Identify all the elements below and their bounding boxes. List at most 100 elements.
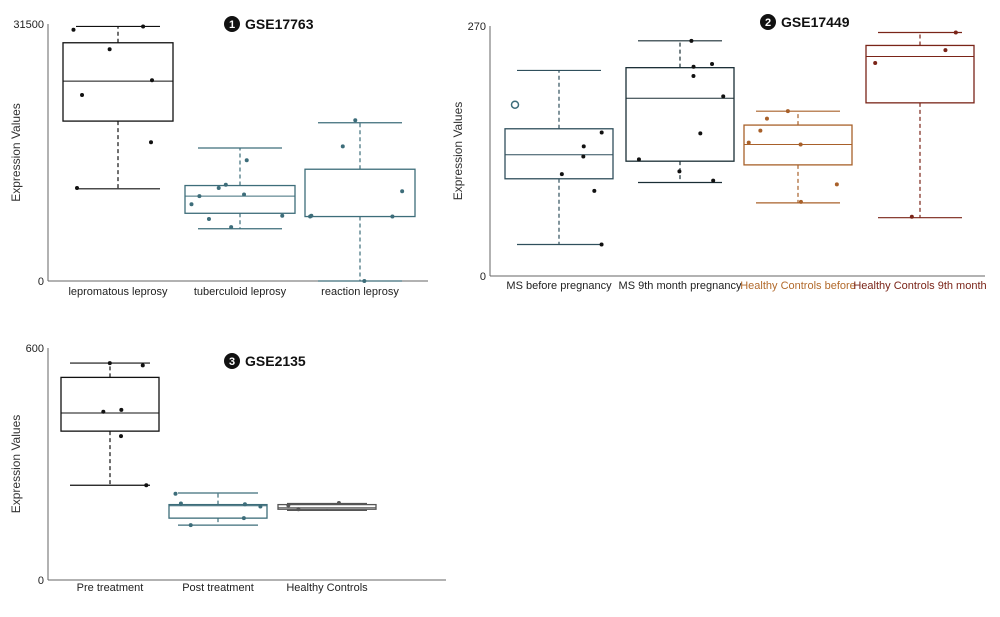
panel-number: 1 [229, 19, 235, 31]
y-tick-label: 0 [38, 276, 44, 288]
panel-title: GSE17449 [781, 14, 850, 30]
data-point [107, 47, 112, 52]
data-point [353, 118, 358, 123]
data-point [362, 279, 367, 283]
data-point [188, 523, 193, 528]
category-label: lepromatous leprosy [68, 286, 168, 298]
data-point [80, 92, 85, 97]
data-point [242, 192, 247, 197]
data-point [71, 27, 76, 32]
data-point [953, 30, 958, 35]
data-point [873, 61, 878, 66]
category-label: Pre treatment [77, 582, 144, 594]
iqr-box [865, 44, 975, 104]
panel-title: GSE17763 [245, 16, 314, 32]
data-point [141, 24, 146, 29]
data-point [340, 144, 345, 149]
category-label: Healthy Controls [286, 582, 368, 594]
data-point [764, 116, 769, 121]
data-point [721, 94, 726, 99]
data-point [296, 507, 301, 512]
data-point [216, 185, 221, 190]
panel-title: GSE2135 [245, 353, 306, 369]
data-point [119, 434, 124, 439]
category-label: reaction leprosy [321, 286, 399, 298]
data-point [140, 363, 145, 368]
data-point [559, 172, 564, 177]
panel-number: 3 [229, 356, 235, 368]
data-point [909, 214, 914, 219]
data-point [286, 503, 291, 508]
data-point [711, 178, 716, 183]
y-axis-label: Expression Values [451, 102, 465, 201]
data-point [581, 144, 586, 149]
panel-number-badge [224, 16, 240, 32]
data-point [280, 213, 285, 218]
data-point [592, 188, 597, 193]
box-group: Post treatment [168, 491, 268, 594]
data-point [710, 61, 715, 66]
iqr-box [184, 184, 296, 214]
y-tick-label: 0 [38, 575, 44, 587]
data-point [599, 242, 604, 247]
data-point [101, 409, 106, 414]
data-point [400, 189, 405, 194]
data-point [178, 501, 183, 506]
iqr-box [60, 376, 160, 432]
y-axis-label: Expression Values [9, 415, 23, 514]
panel-number: 2 [765, 17, 771, 29]
data-point [689, 38, 694, 43]
data-point [173, 491, 178, 496]
iqr-box [277, 503, 377, 510]
data-point [206, 216, 211, 221]
box-group: MS 9th month pregnancy [619, 38, 742, 292]
box-group: lepromatous leprosy [62, 24, 174, 298]
data-point [390, 214, 395, 219]
category-label: Post treatment [182, 582, 254, 594]
outlier-point [510, 100, 520, 109]
panel-number-badge [760, 14, 776, 30]
data-point [698, 131, 703, 136]
iqr-box [62, 42, 174, 122]
data-point [150, 78, 155, 83]
data-point [785, 109, 790, 114]
y-tick-label: 0 [480, 271, 486, 283]
y-axis-label: Expression Values [9, 103, 23, 202]
data-point [308, 214, 313, 219]
data-point [746, 140, 751, 145]
data-point [758, 128, 763, 133]
category-label: tuberculoid leprosy [194, 286, 287, 298]
iqr-box [504, 128, 614, 180]
y-tick-label: 270 [468, 21, 486, 33]
category-label: Healthy Controls before [740, 280, 856, 292]
data-point [336, 501, 341, 506]
data-point [691, 74, 696, 78]
y-tick-label: 31500 [13, 19, 44, 31]
data-point [834, 182, 839, 187]
box-group: MS before pregnancy [504, 69, 614, 292]
data-point [229, 225, 234, 230]
data-point [197, 194, 202, 199]
panel-number-badge [224, 353, 240, 369]
data-point [223, 182, 228, 187]
category-label: Healthy Controls 9th month [853, 280, 986, 292]
data-point [75, 185, 80, 190]
data-point [943, 48, 948, 53]
data-point [241, 516, 246, 521]
data-point [581, 154, 586, 159]
category-label: MS 9th month pregnancy [619, 280, 742, 292]
data-point [119, 407, 124, 412]
data-point [599, 130, 604, 135]
box-group: Healthy Controls 9th month [853, 30, 987, 292]
category-label: MS before pregnancy [506, 280, 612, 292]
data-point [636, 157, 641, 162]
iqr-box [168, 503, 268, 519]
data-point [244, 158, 249, 163]
data-point [258, 504, 263, 509]
box-group: Pre treatment [60, 361, 160, 594]
data-point [798, 142, 803, 147]
iqr-box [304, 168, 416, 218]
